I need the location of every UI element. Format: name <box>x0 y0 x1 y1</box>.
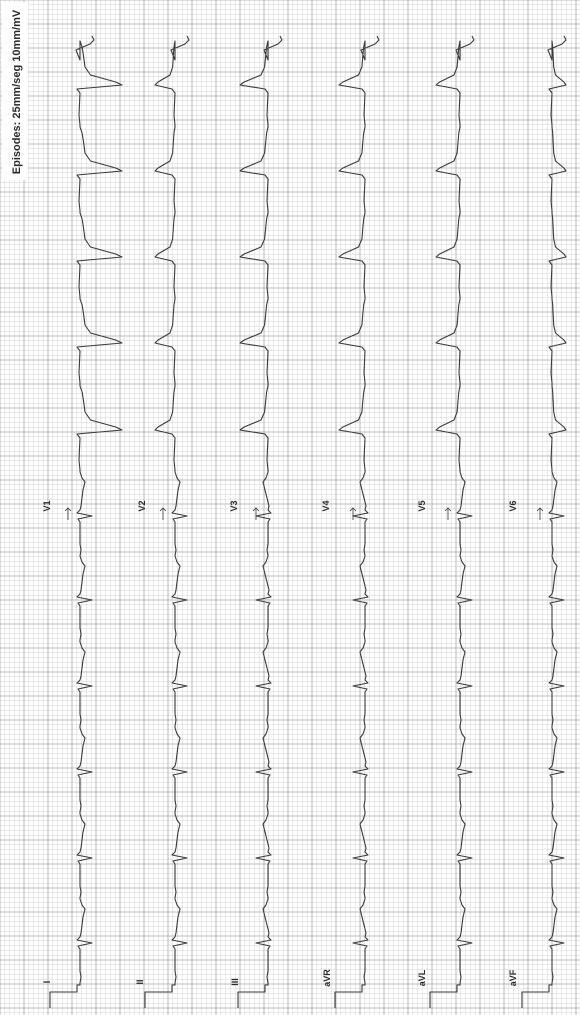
lead-switch-marker-5 <box>444 507 452 520</box>
lead-label-v6: V6 <box>508 500 518 512</box>
ecg-trace-column-1 <box>49 35 123 1008</box>
recording-settings-caption: Episodes: 25mm/seg 10mm/mV <box>11 9 23 175</box>
lead-label-ii: II <box>135 979 145 985</box>
ecg-trace-column-6 <box>521 35 567 1008</box>
lead-label-iii: III <box>230 978 240 986</box>
lead-switch-marker-1 <box>64 507 72 520</box>
ecg-trace-column-5 <box>429 35 475 1008</box>
lead-switch-marker-4 <box>349 507 357 520</box>
lead-label-v1: V1 <box>42 500 52 512</box>
ecg-trace-column-2 <box>144 35 190 1008</box>
lead-switch-marker-2 <box>159 507 167 520</box>
lead-label-avf: aVF <box>508 969 518 987</box>
lead-switch-marker-3 <box>252 507 260 520</box>
lead-label-v4: V4 <box>321 500 331 512</box>
lead-label-avr: aVR <box>322 969 332 987</box>
ecg-trace-column-3 <box>237 35 283 1008</box>
lead-label-i: I <box>42 980 52 984</box>
lead-label-v2: V2 <box>137 500 147 512</box>
lead-switch-marker-6 <box>536 507 544 520</box>
ecg-trace-column-4 <box>334 35 380 1008</box>
caption-box: Episodes: 25mm/seg 10mm/mV <box>2 2 28 180</box>
lead-label-avl: aVL <box>417 969 427 987</box>
lead-label-v3: V3 <box>229 500 239 512</box>
lead-label-v5: V5 <box>417 500 427 512</box>
